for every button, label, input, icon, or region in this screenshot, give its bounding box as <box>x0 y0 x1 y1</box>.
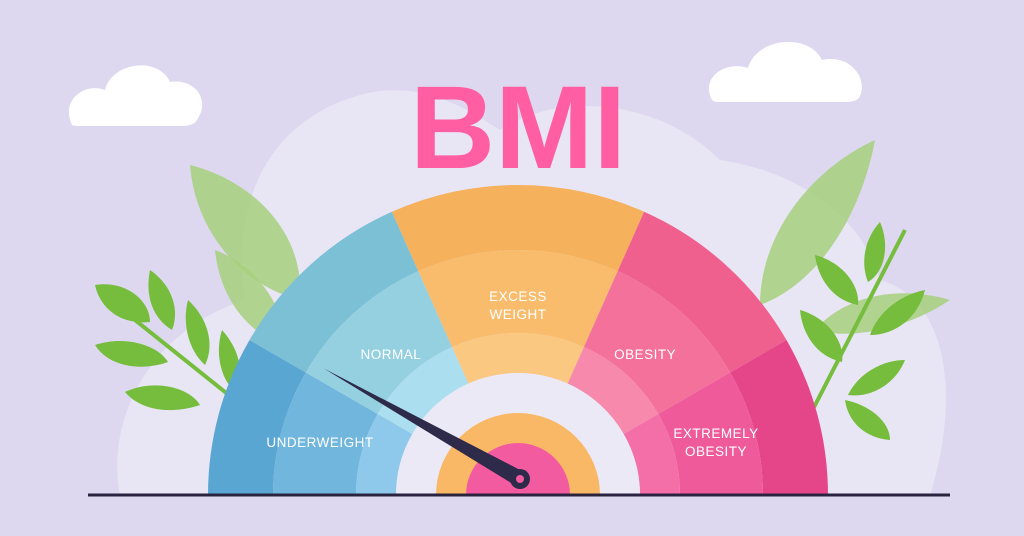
leaf-icon <box>760 140 950 440</box>
segment-label: UNDERWEIGHT <box>266 435 373 450</box>
page-title: BMI <box>410 62 626 194</box>
segment-label: OBESITY <box>614 347 676 362</box>
cloud-icon <box>68 65 203 126</box>
cloud-icon <box>708 41 862 102</box>
segment-label: NORMAL <box>360 347 421 362</box>
gauge-segment <box>391 184 645 384</box>
gauge-segment <box>567 211 787 434</box>
needle-cap-dot <box>516 475 524 483</box>
gauge-segment <box>623 340 828 495</box>
gauge-needle <box>323 368 524 486</box>
leaf-icon <box>95 165 301 411</box>
gauge-segment <box>208 340 413 495</box>
gauge-needle-icon <box>323 368 530 489</box>
